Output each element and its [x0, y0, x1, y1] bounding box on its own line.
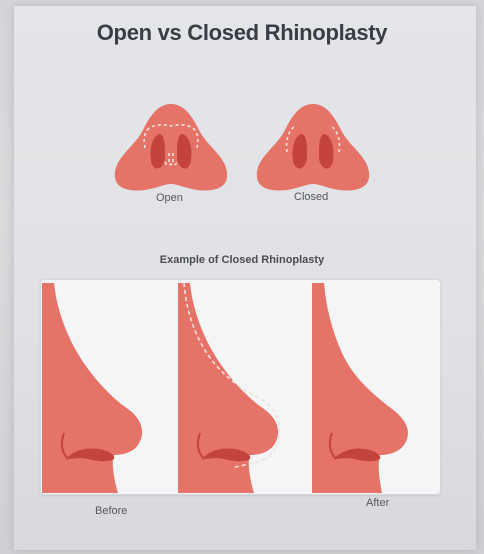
closed-label: Closed — [294, 191, 328, 203]
section-subtitle: Example of Closed Rhinoplasty — [0, 254, 484, 266]
open-nose-shape — [115, 104, 227, 190]
during-face-shape — [178, 283, 278, 493]
closed-nose-shape — [257, 104, 369, 190]
after-label: After — [366, 497, 389, 509]
page-title: Open vs Closed Rhinoplasty — [0, 20, 484, 46]
closed-nose-diagram — [255, 100, 371, 194]
before-label: Before — [95, 505, 127, 517]
after-profile — [312, 283, 440, 493]
during-profile — [178, 283, 306, 493]
before-face-shape — [42, 283, 142, 493]
open-nose-diagram — [113, 100, 229, 194]
open-label: Open — [156, 192, 183, 204]
before-profile — [42, 283, 170, 493]
after-face-shape — [312, 283, 408, 493]
